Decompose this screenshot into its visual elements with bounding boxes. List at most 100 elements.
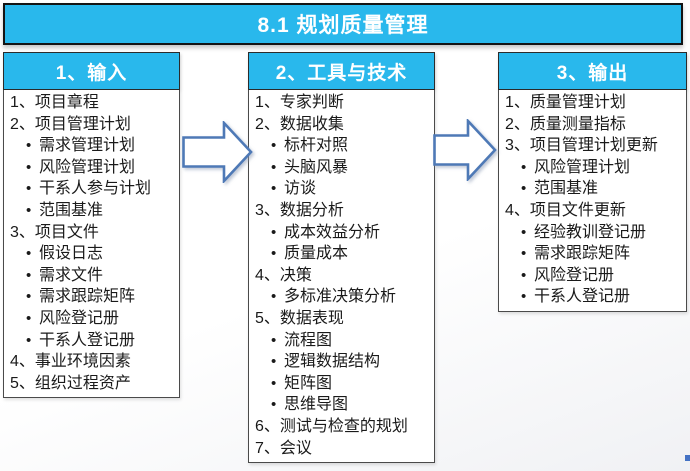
list-item-label: 2、数据收集 bbox=[255, 115, 344, 133]
bullet-icon: • bbox=[26, 201, 32, 219]
list-item-label: 2、质量测量指标 bbox=[505, 115, 626, 133]
list-item: • 需求文件 bbox=[9, 265, 177, 287]
list-item: •风险登记册 bbox=[504, 265, 684, 287]
column-tools-techniques-header: 2、工具与技术 bbox=[248, 52, 435, 90]
list-item: •干系人参与计划 bbox=[9, 178, 177, 200]
list-item-label: 5、组织过程资产 bbox=[10, 374, 131, 392]
list-item-label: 6、测试与检查的规划 bbox=[255, 417, 408, 435]
bullet-icon: • bbox=[26, 180, 32, 198]
list-item: 2、项目管理计划 bbox=[9, 114, 177, 136]
list-item: •质量成本 bbox=[254, 243, 432, 265]
bullet-icon: • bbox=[521, 180, 527, 198]
column-outputs-header-label: 3、输出 bbox=[556, 62, 629, 84]
list-item: • 需求管理计划 bbox=[9, 135, 177, 157]
list-item: 2、数据收集 bbox=[254, 114, 432, 136]
bullet-icon: • bbox=[271, 158, 277, 176]
list-item: 5、数据表现 bbox=[254, 308, 432, 330]
process-title: 8.1 规划质量管理 bbox=[257, 14, 429, 37]
list-item: •风险管理计划 bbox=[504, 157, 684, 179]
bullet-icon: • bbox=[271, 288, 277, 306]
list-item-label: 3、项目管理计划更新 bbox=[505, 137, 658, 155]
list-item: 7、会议 bbox=[254, 438, 432, 460]
list-item-label: 标杆对照 bbox=[284, 137, 349, 155]
list-item-label: 2、项目管理计划 bbox=[10, 115, 131, 133]
bullet-icon: • bbox=[521, 288, 527, 306]
list-item-label: 头脑风暴 bbox=[284, 158, 349, 176]
list-item-label: 假设日志 bbox=[39, 245, 104, 263]
bullet-icon: • bbox=[521, 266, 527, 284]
list-item-label: 4、事业环境因素 bbox=[10, 353, 131, 371]
list-item: 5、组织过程资产 bbox=[9, 373, 177, 395]
list-item-label: 干系人登记册 bbox=[39, 331, 136, 349]
list-item-label: 3、项目文件 bbox=[10, 223, 99, 241]
bullet-icon: • bbox=[521, 245, 527, 263]
list-item-label: 矩阵图 bbox=[284, 374, 333, 392]
list-item-label: 1、质量管理计划 bbox=[505, 94, 626, 111]
bullet-icon: • bbox=[26, 309, 32, 327]
column-inputs-header: 1、输入 bbox=[3, 52, 180, 90]
list-item-label: 1、专家判断 bbox=[255, 94, 344, 111]
bullet-icon: • bbox=[271, 396, 277, 414]
list-item-label: 4、项目文件更新 bbox=[505, 201, 626, 219]
list-item-label: 风险管理计划 bbox=[39, 158, 136, 176]
list-item: 3、项目管理计划更新 bbox=[504, 135, 684, 157]
list-item-label: 需求跟踪矩阵 bbox=[39, 288, 136, 306]
bullet-icon: • bbox=[521, 223, 527, 241]
column-outputs: 3、输出 1、质量管理计划 2、质量测量指标 3、项目管理计划更新 •风险管理计划•范… bbox=[498, 52, 687, 312]
list-item: •范围基准 bbox=[504, 178, 684, 200]
list-item-label: 3、数据分析 bbox=[255, 201, 344, 219]
list-item: •标杆对照 bbox=[254, 135, 432, 157]
bullet-icon: • bbox=[271, 223, 277, 241]
bullet-icon: • bbox=[26, 158, 32, 176]
list-item-label: 5、数据表现 bbox=[255, 309, 344, 327]
list-item: • 需求跟踪矩阵 bbox=[9, 286, 177, 308]
bullet-icon: • bbox=[271, 245, 277, 263]
list-item: • 多标准决策分析 bbox=[254, 286, 432, 308]
bullet-icon: • bbox=[26, 288, 32, 306]
list-item-label: 7、会议 bbox=[255, 439, 312, 457]
list-item-label: 需求管理计划 bbox=[39, 137, 136, 155]
list-item: • 干系人登记册 bbox=[504, 286, 684, 308]
bullet-icon: • bbox=[521, 158, 527, 176]
bullet-icon: • bbox=[26, 266, 32, 284]
list-item-label: 多标准决策分析 bbox=[284, 288, 397, 306]
bullet-icon: • bbox=[271, 180, 277, 198]
list-item: • 干系人登记册 bbox=[9, 330, 177, 352]
list-item-label: 思维导图 bbox=[284, 396, 349, 414]
list-item-label: 范围基准 bbox=[39, 201, 104, 219]
column-tools-techniques-header-label: 2、工具与技术 bbox=[275, 62, 408, 84]
list-item: 6、测试与检查的规划 bbox=[254, 416, 432, 438]
list-item: •矩阵图 bbox=[254, 373, 432, 395]
list-item: •逻辑数据结构 bbox=[254, 351, 432, 373]
list-item-label: 成本效益分析 bbox=[284, 223, 381, 241]
list-item: 1、专家判断 bbox=[254, 92, 432, 114]
list-item-label: 需求文件 bbox=[39, 266, 104, 284]
list-item: • 范围基准 bbox=[9, 200, 177, 222]
list-item-label: 流程图 bbox=[284, 331, 333, 349]
list-item-label: 访谈 bbox=[284, 180, 317, 198]
bullet-icon: • bbox=[26, 137, 32, 155]
list-item-label: 风险登记册 bbox=[39, 309, 120, 327]
blue-marker bbox=[685, 455, 690, 461]
process-title-bar: 8.1 规划质量管理 bbox=[3, 3, 683, 45]
list-item: • 风险管理计划 bbox=[9, 157, 177, 179]
list-item-label: 需求跟踪矩阵 bbox=[534, 245, 631, 263]
list-item: • 成本效益分析 bbox=[254, 222, 432, 244]
list-item: 2、质量测量指标 bbox=[504, 114, 684, 136]
list-item: • 风险登记册 bbox=[9, 308, 177, 330]
bullet-icon: • bbox=[26, 331, 32, 349]
list-item-label: 干系人登记册 bbox=[534, 288, 631, 306]
list-item: •流程图 bbox=[254, 330, 432, 352]
list-item: 3、项目文件 bbox=[9, 222, 177, 244]
list-item: 4、决策 bbox=[254, 265, 432, 287]
list-item: • 头脑风暴 bbox=[254, 157, 432, 179]
list-item: • 访谈 bbox=[254, 178, 432, 200]
